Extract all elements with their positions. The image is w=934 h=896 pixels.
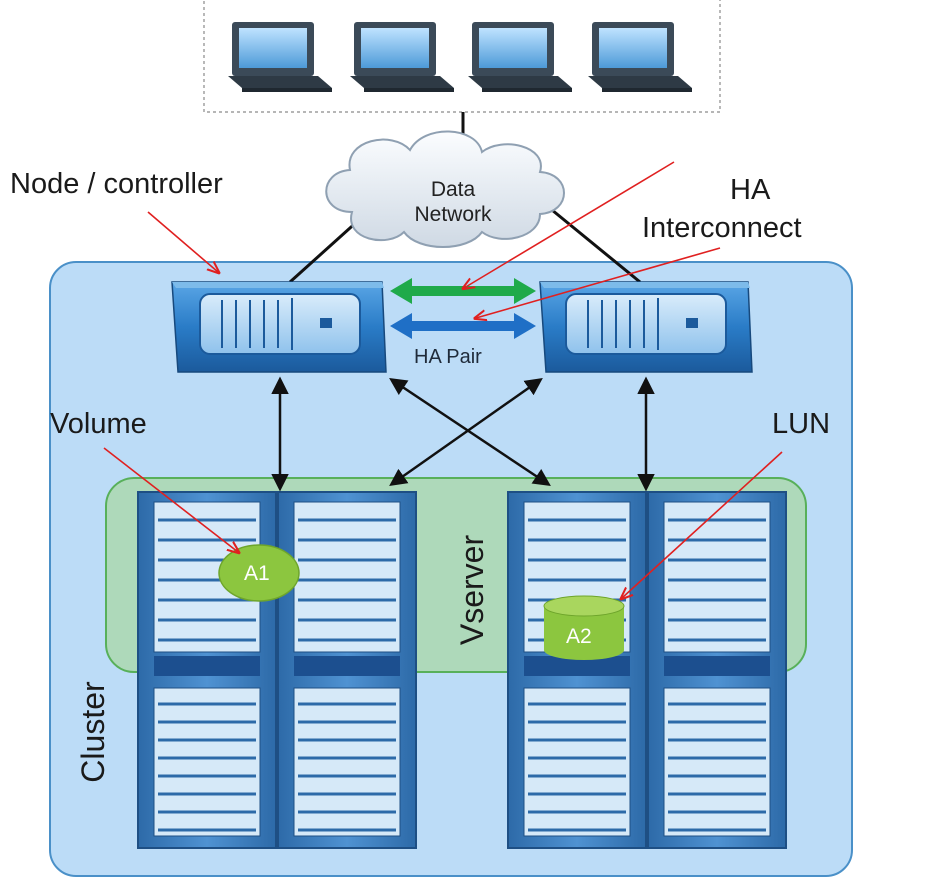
ha-interconnect-label-line2: Interconnect	[642, 212, 802, 244]
lun-a2-icon	[543, 595, 625, 660]
volume-a1-label: A1	[244, 562, 270, 585]
storage-controller-icon	[171, 281, 387, 373]
data-network-label-line1: Data	[430, 178, 476, 201]
volume-a1-icon	[218, 544, 300, 602]
node-controller-label: Node / controller	[10, 168, 223, 200]
network-link-right	[551, 208, 641, 284]
volume-callout-arrow	[103, 447, 238, 552]
disk-shelf-icon	[507, 491, 647, 849]
ha-interconnect-callout-arrow	[464, 161, 675, 288]
ha-interconnect-label-line1: HA	[730, 174, 771, 206]
data-network-label-line2: Network	[414, 203, 492, 226]
node-callout-arrow	[147, 211, 218, 272]
disk-shelf-icon	[137, 491, 277, 849]
disk-shelf-icon	[647, 491, 787, 849]
cloud-icon	[325, 130, 565, 248]
lun-callout-arrow	[622, 451, 783, 598]
lun-label: LUN	[772, 408, 831, 440]
desktop-computer-icon	[468, 22, 572, 92]
client-group	[203, 0, 721, 113]
ha-pair-label: HA Pair	[414, 346, 482, 368]
ha-pair-arrow	[390, 313, 536, 339]
lun-a2-label: A2	[566, 625, 592, 648]
desktop-computer-icon	[588, 22, 692, 92]
volume-label: Volume	[50, 408, 147, 440]
disk-shelf-icon	[277, 491, 417, 849]
ha-interconnect-arrow	[390, 278, 536, 304]
vserver-label: Vserver	[454, 534, 490, 646]
cross-connect-arrow	[389, 377, 543, 487]
desktop-computer-icon	[350, 22, 454, 92]
storage-controller-icon	[539, 281, 753, 373]
cluster-label: Cluster	[75, 681, 111, 783]
desktop-computer-icon	[228, 22, 332, 92]
ha-interconnect-callout-arrow	[476, 247, 721, 318]
